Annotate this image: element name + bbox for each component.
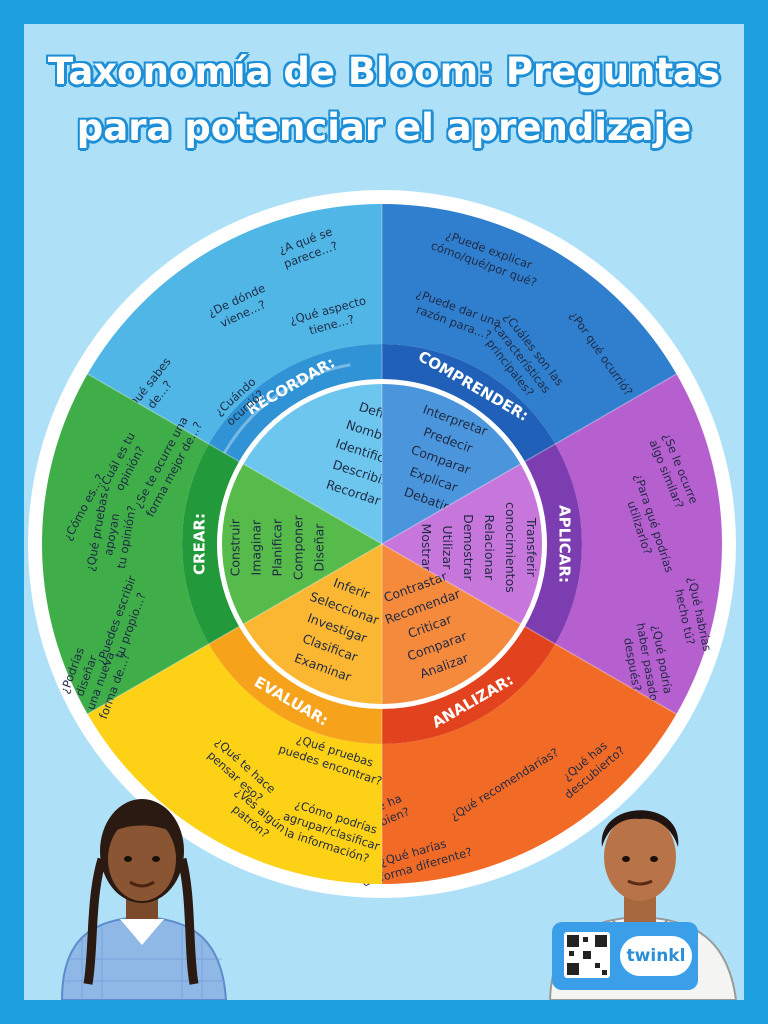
heading-crear: CREAR: [191,513,209,575]
verbs-aplicar: Transferir conocimientos Relacionar Demostr… [419,502,539,593]
segment-outer-comprender [382,204,677,444]
segment-ring-crear [182,444,240,644]
verb-crear: Planificar [270,518,285,576]
page-title: Taxonomía de Bloom: Preguntas para poten… [24,44,744,156]
title-line-2: para potenciar el aprendizaje [76,106,692,149]
segment-inner-aplicar [382,464,542,624]
segment-ring-evaluar [208,626,382,744]
segment-inner-evaluar [243,544,382,704]
segment-recordar: RECORDAR:DefinirNombrarIdentificarDescri… [87,204,402,544]
segment-ring-analizar [382,626,556,744]
bloom-wheel: RECORDAR:DefinirNombrarIdentificarDescri… [28,190,736,898]
segment-ring-aplicar [524,444,582,644]
girl-illustration [60,799,228,1000]
verb-crear: Diseñar [312,523,327,572]
segment-analizar: ANALIZAR:ContrastarRecomendarCriticarCom… [354,544,677,889]
segment-outer-analizar [382,644,677,884]
segment-aplicar: APLICAR: Transferir conocimientos Relaciona… [382,374,722,714]
segment-divider [381,543,677,715]
segment-ring-recordar [208,344,382,462]
cycle-arrow-icon [223,363,351,454]
segment-inner-crear [222,464,382,624]
verb-aplicar: Mostrar [419,523,434,572]
segment-outer-aplicar [555,374,722,714]
segment-inner-comprender [382,384,521,544]
segment-comprender: COMPRENDER:InterpretarPredecirCompararEx… [382,204,677,544]
verb-crear: Componer [291,514,306,580]
brand-badge: twinkl [552,922,698,990]
verbs-analizar: ContrastarRecomendarCriticarCompararAnal… [382,568,471,681]
segment-divider [87,543,383,715]
verbs-crear: Construir Imaginar Planificar Componer Diseñ… [228,514,327,580]
segment-inner-analizar [382,544,521,704]
segment-crear: CREAR: Construir Imaginar Planificar Compone… [42,374,382,721]
segment-divider [381,373,677,545]
segment-divider [87,373,383,545]
segment-evaluar: EVALUAR:InferirSeleccionarInvestigarClas… [87,544,384,884]
verb-aplicar: Transferir [524,517,539,578]
verb-crear: Imaginar [249,519,264,576]
twinkl-logo[interactable]: twinkl [620,936,692,976]
heading-aplicar: APLICAR: [556,505,574,583]
segment-outer-evaluar [87,644,382,884]
verb-crear: Construir [228,518,243,576]
verb-aplicar: Utilizar [440,525,455,570]
title-line-1: Taxonomía de Bloom: Preguntas [47,50,721,93]
verb-aplicar: Relacionar [482,515,497,582]
qr-code-icon[interactable] [564,932,610,978]
segment-outer-recordar [87,204,382,444]
verb-aplicar: Demostrar [461,514,476,581]
segment-ring-comprender [382,344,556,462]
segment-outer-crear [42,374,209,714]
verb-aplicar: conocimientos [503,502,518,593]
segment-inner-recordar [243,384,382,544]
